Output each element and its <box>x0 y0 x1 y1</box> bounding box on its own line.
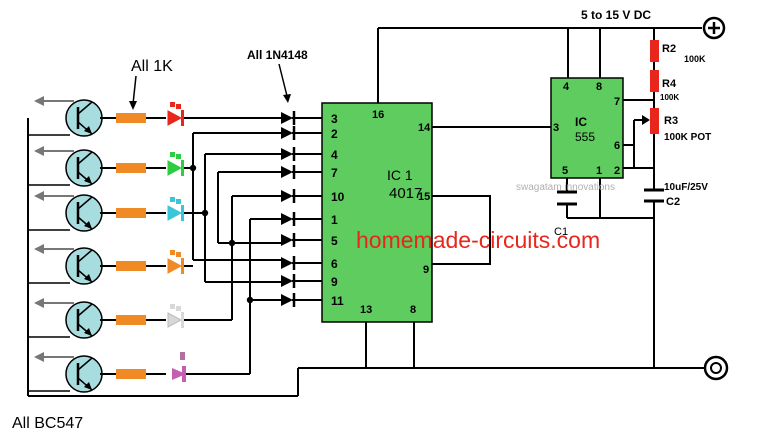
output-arrow-icon <box>34 244 74 254</box>
output-arrow-icon <box>34 96 74 106</box>
resistor-1k <box>116 113 146 123</box>
ic555-pin-4: 4 <box>563 81 570 93</box>
led-icon <box>167 304 184 328</box>
ic555-part: 555 <box>575 130 595 144</box>
ic555-pin-6: 6 <box>614 140 620 152</box>
ic1-pin-14: 14 <box>418 122 431 134</box>
ic1-part: 4017 <box>389 185 422 202</box>
ground-rail <box>27 118 705 397</box>
resistor-1k <box>116 261 146 271</box>
transistor-bc547 <box>65 194 103 232</box>
arrow-1k-icon <box>129 75 137 110</box>
r2-value: 100K <box>684 54 706 64</box>
ic555-pin-5: 5 <box>562 165 568 177</box>
pot-r3 <box>634 108 659 134</box>
ic1-pin-label: 11 <box>331 294 344 308</box>
diode-1n4148 <box>281 126 296 140</box>
positive-terminal-icon <box>702 16 726 40</box>
led-icon <box>167 152 184 176</box>
resistor-1k <box>116 163 146 173</box>
resistor-1k <box>116 315 146 325</box>
diode-1n4148 <box>281 147 296 161</box>
diode-1n4148 <box>281 212 296 226</box>
diode-1n4148 <box>281 233 296 247</box>
channel-stages <box>28 96 322 393</box>
diode-1n4148 <box>281 256 296 270</box>
ic1-pin-label: 6 <box>331 257 338 271</box>
r3-label: R3 <box>664 115 678 127</box>
resistor-r2 <box>650 40 659 62</box>
capacitor-c2 <box>644 188 664 208</box>
transistor-bc547 <box>65 301 103 339</box>
led-icon <box>167 250 184 274</box>
positive-rail <box>377 27 702 103</box>
diode-1n4148 <box>281 293 296 307</box>
ic1-pin-13: 13 <box>360 304 372 316</box>
ic555-pin-7: 7 <box>614 96 620 108</box>
all-diode-label: All 1N4148 <box>247 48 308 62</box>
ic1-pin-label: 1 <box>331 213 338 227</box>
diode-1n4148 <box>281 274 296 288</box>
watermark-text: homemade-circuits.com <box>356 227 600 253</box>
r3-value: 100K POT <box>664 132 711 143</box>
ic1-pin-16: 16 <box>372 109 384 121</box>
ic1-pin-15: 15 <box>418 191 430 203</box>
ic555-name: IC <box>575 115 587 129</box>
diode-1n4148 <box>281 111 296 125</box>
all-1k-label: All 1K <box>131 58 173 75</box>
resistor-1k <box>116 369 146 379</box>
output-arrow-icon <box>34 298 74 308</box>
ic555-pin-2: 2 <box>614 165 620 177</box>
ic1-pin-label: 3 <box>331 112 338 126</box>
transistor-bc547 <box>65 149 103 187</box>
watermark-small: swagatam innovations <box>516 182 615 193</box>
r2-label: R2 <box>662 43 676 55</box>
ic1-pin-label: 2 <box>331 127 338 141</box>
ic1-pin-label: 10 <box>331 190 345 204</box>
diode-1n4148 <box>281 189 296 203</box>
output-arrow-icon <box>34 352 74 362</box>
arrow-diode-icon <box>278 63 291 103</box>
output-arrow-icon <box>34 191 74 201</box>
ic1-name: IC 1 <box>387 167 413 183</box>
transistor-bc547 <box>65 355 103 393</box>
ic-555 <box>550 77 624 179</box>
resistor-1k <box>116 208 146 218</box>
buzzer-icon <box>172 352 186 382</box>
ic555-pin-1: 1 <box>596 165 602 177</box>
ic1-pin-label: 4 <box>331 148 338 162</box>
ground-terminal-icon <box>703 355 729 381</box>
ic1-4017 <box>321 102 433 323</box>
output-arrow-icon <box>34 146 74 156</box>
led-icon <box>167 197 184 221</box>
ic555-pin-8: 8 <box>596 81 602 93</box>
reset-link-wire <box>432 195 491 265</box>
c2-value: 10uF/25V <box>664 182 708 193</box>
c2-label: C2 <box>666 196 680 208</box>
transistor-bc547 <box>65 99 103 137</box>
diode-1n4148 <box>281 165 296 179</box>
capacitor-c1 <box>557 190 577 206</box>
r4-label: R4 <box>662 78 677 90</box>
ic1-pin-8: 8 <box>410 304 416 316</box>
ic1-pin-label: 7 <box>331 166 338 180</box>
ic1-left-pin-labels: 32 4 7 10 1 5 6 9 11 <box>331 112 345 308</box>
ic1-pin-label: 9 <box>331 275 338 289</box>
ic1-pin-label: 5 <box>331 234 338 248</box>
all-transistor-label: All BC547 <box>12 415 83 432</box>
transistor-bc547 <box>65 247 103 285</box>
led-icon <box>167 102 184 126</box>
ic555-pin-3: 3 <box>553 122 559 134</box>
ic1-pin-9: 9 <box>423 264 429 276</box>
ic555-wiring <box>566 99 655 219</box>
r4-value: 100K <box>660 93 679 102</box>
resistor-r4 <box>650 70 659 92</box>
supply-label: 5 to 15 V DC <box>581 8 651 22</box>
c1-label: C1 <box>554 226 568 238</box>
